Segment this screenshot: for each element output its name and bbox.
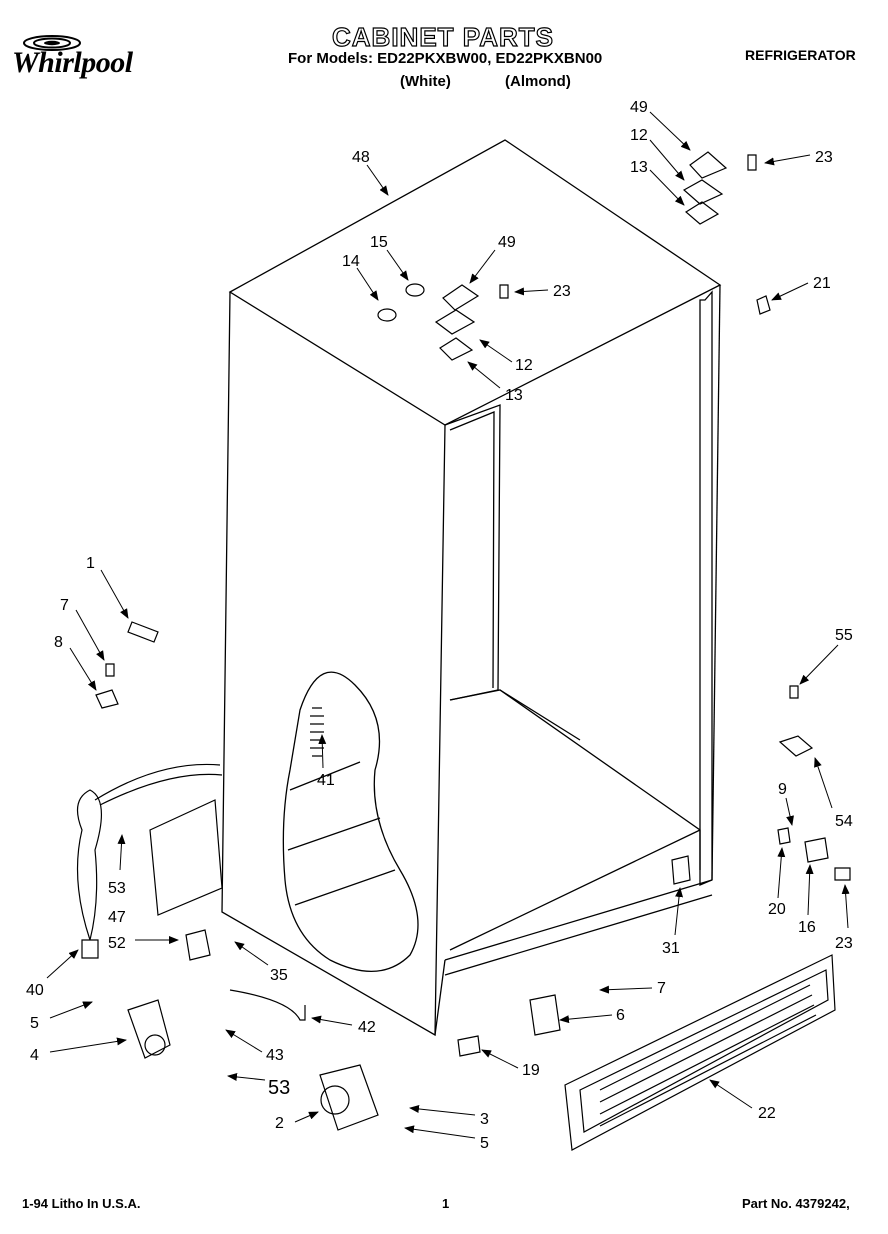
category-label: REFRIGERATOR <box>745 47 856 63</box>
callout-8: 8 <box>54 634 63 651</box>
callout-31: 31 <box>662 940 680 957</box>
page-title: CABINET PARTS <box>331 21 554 52</box>
callout-7-left: 7 <box>60 597 69 614</box>
leader-lines <box>46 111 850 1139</box>
callout-20: 20 <box>768 901 786 918</box>
cabinet-outline <box>221 139 722 1037</box>
callout-13-left: 13 <box>505 387 523 404</box>
callout-3: 3 <box>480 1111 489 1128</box>
callout-4: 4 <box>30 1047 39 1064</box>
callout-43: 43 <box>266 1047 284 1064</box>
callout-53-upper: 53 <box>108 880 126 897</box>
callout-23-top: 23 <box>815 149 833 166</box>
callout-2: 2 <box>275 1115 284 1132</box>
callout-21: 21 <box>813 275 831 292</box>
callout-5-left: 5 <box>30 1015 39 1032</box>
callout-49-left: 49 <box>498 234 516 251</box>
callout-5-bottom: 5 <box>480 1135 489 1152</box>
callout-23-right: 23 <box>835 935 853 952</box>
variant-almond: (Almond) <box>505 73 571 90</box>
callout-40: 40 <box>26 982 44 999</box>
callout-9: 9 <box>778 781 787 798</box>
page-number: 1 <box>442 1196 450 1211</box>
callout-42: 42 <box>358 1019 376 1036</box>
callout-49-right: 49 <box>630 99 648 116</box>
callout-1: 1 <box>86 555 95 572</box>
brand-name: Whirlpool <box>12 46 133 79</box>
models-line: For Models: ED22PKXBW00, ED22PKXBN00 <box>288 50 603 67</box>
callout-54: 54 <box>835 813 853 830</box>
callout-41: 41 <box>317 772 335 789</box>
callout-13-right: 13 <box>630 159 648 176</box>
callout-15: 15 <box>370 234 388 251</box>
parts-sketches <box>76 151 851 1151</box>
callout-labels: 48 49 12 13 23 15 14 49 23 12 13 21 1 7 … <box>26 99 853 1152</box>
callout-22: 22 <box>758 1105 776 1122</box>
callout-55: 55 <box>835 627 853 644</box>
callout-6: 6 <box>616 1007 625 1024</box>
callout-35: 35 <box>270 967 288 984</box>
callout-23-mid: 23 <box>553 283 571 300</box>
callout-48: 48 <box>352 149 370 166</box>
litho-note: 1-94 Litho In U.S.A. <box>22 1196 141 1211</box>
callout-7-bottom: 7 <box>657 980 666 997</box>
callout-53-lower: 53 <box>268 1077 290 1099</box>
callout-52: 52 <box>108 935 126 952</box>
callout-12-right: 12 <box>630 127 648 144</box>
callout-16: 16 <box>798 919 816 936</box>
callout-14: 14 <box>342 253 360 270</box>
callout-19: 19 <box>522 1062 540 1079</box>
variant-white: (White) <box>400 73 451 90</box>
callout-12-left: 12 <box>515 357 533 374</box>
callout-47: 47 <box>108 909 126 926</box>
part-number: Part No. 4379242, <box>742 1196 850 1211</box>
logo-swirl-icon <box>23 35 81 51</box>
